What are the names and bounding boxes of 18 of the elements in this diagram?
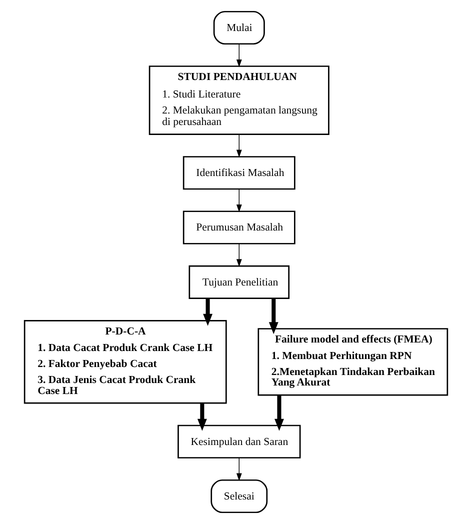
node-box: Kesimpulan dan Saran [177, 424, 300, 458]
arrow [236, 458, 242, 481]
arrow [202, 298, 212, 326]
node-box: Identifikasi Masalah [182, 156, 295, 190]
node-box: Perumusan Masalah [182, 210, 295, 244]
node-box: STUDI PENDAHULUAN 1. Studi Literature 2. Melakukan pengamatan langsung di perusahaan [148, 66, 329, 136]
arrow [268, 298, 278, 334]
node-box: Selesai [210, 479, 268, 514]
arrow [236, 44, 242, 68]
node-box: P-D-C-A 1. Data Cacat Produk Crank Case LH 2. Faktor Penyebab Cacat 3. Data Jenis Cacat Produk Crank Case LH [23, 320, 226, 404]
node-box: Mulai [212, 10, 264, 45]
arrow [236, 188, 242, 212]
node-box: Failure model and effects (FMEA) 1. Membuat Perhitungan RPN 2.Menetapkan Tindakan Perbaikan Yang Akurat [257, 328, 448, 396]
arrow [236, 244, 242, 267]
arrow [236, 134, 242, 158]
arrow [274, 395, 284, 431]
node-box: Tujuan Penelitian [188, 265, 290, 299]
arrow [196, 403, 206, 431]
